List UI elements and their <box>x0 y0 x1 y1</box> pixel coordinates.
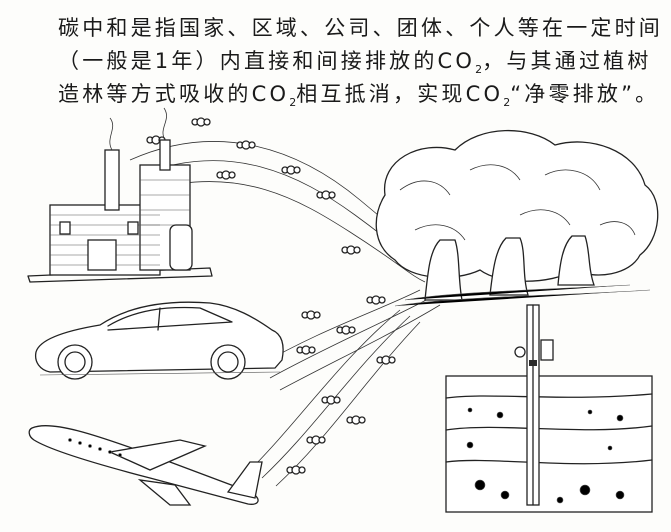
tree-forest-drawing <box>375 129 659 307</box>
co2-molecules <box>146 117 396 475</box>
car-drawing <box>34 301 284 380</box>
caption-line-1: 碳中和是指国家、区域、公司、团体、个人等在一定时间 <box>58 16 663 40</box>
airplane-drawing <box>28 424 263 506</box>
caption-line-2: （一般是1年）内直接和间接排放的CO2，与其通过植树 <box>58 49 652 77</box>
carbon-neutrality-caption: 碳中和是指国家、区域、公司、团体、个人等在一定时间 （一般是1年）内直接和间接排… <box>58 12 663 111</box>
carbon-storage-cross-section <box>445 304 653 513</box>
factory-drawing <box>27 107 213 283</box>
caption-line-3: 造林等方式吸收的CO2相互抵消，实现CO2“净零排放”。 <box>58 82 660 110</box>
